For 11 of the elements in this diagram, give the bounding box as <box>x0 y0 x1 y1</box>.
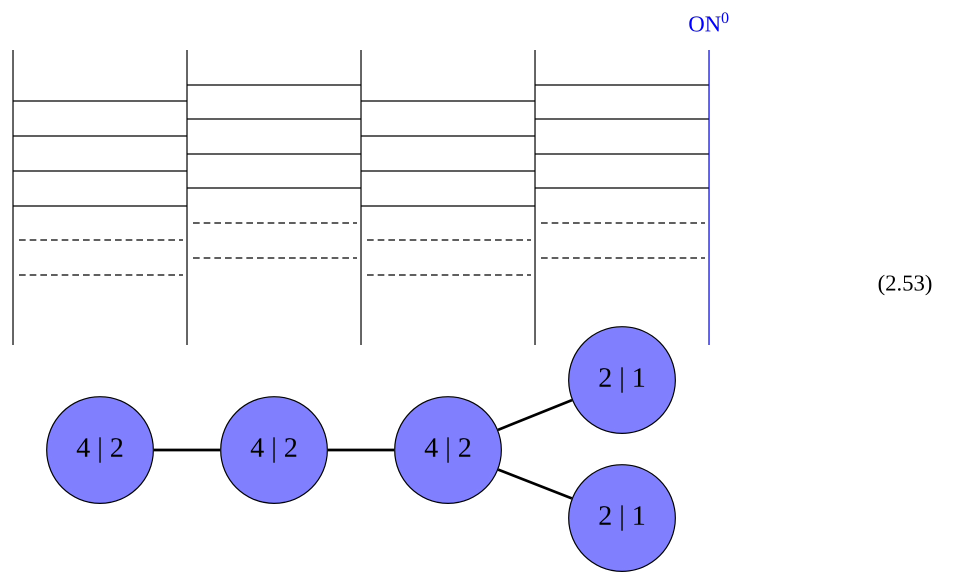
graph-node: 4 | 2 <box>394 396 502 504</box>
edge-line <box>498 398 572 432</box>
edge-line <box>498 468 572 500</box>
graph-node: 2 | 1 <box>568 326 676 434</box>
math-label: (2.53) <box>878 274 932 296</box>
graph-node: 4 | 2 <box>220 396 328 504</box>
edge-line <box>328 448 394 452</box>
graph-node: 4 | 2 <box>46 396 154 504</box>
math-label: ON$^{0}$ <box>689 12 728 32</box>
graph-node: 2 | 1 <box>568 464 676 572</box>
edge-line <box>154 448 220 452</box>
